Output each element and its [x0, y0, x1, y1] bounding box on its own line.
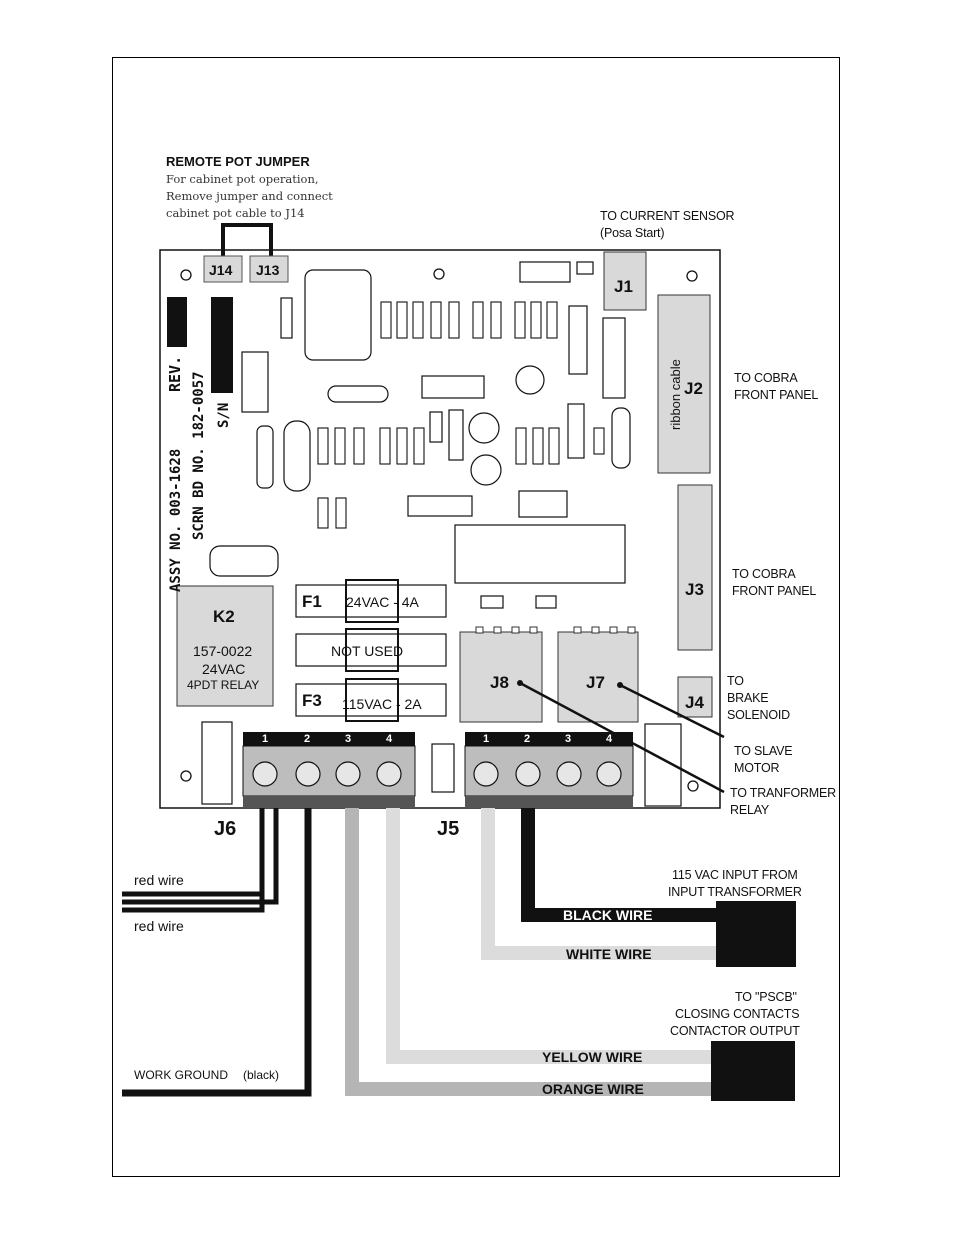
brake-callout-line-1: TO: [727, 674, 744, 688]
j7-label: J7: [586, 673, 605, 692]
input-transformer-block: [716, 901, 796, 967]
page-border: [112, 57, 840, 1177]
cobra-callout-2-line-2: FRONT PANEL: [732, 584, 817, 598]
resistor-array: [317, 301, 605, 529]
j7-connector: [557, 631, 639, 723]
transformer-relay-callout-line-2: RELAY: [730, 803, 770, 817]
jumper-title: REMOTE POT JUMPER: [166, 154, 310, 169]
k2-voltage: 24VAC: [202, 661, 246, 677]
j2-connector: [657, 294, 711, 474]
j1-connector: [603, 251, 647, 311]
j8-connector: [459, 631, 543, 723]
fuse-holders: [295, 579, 447, 722]
slave-motor-callout-line-2: MOTOR: [734, 761, 780, 775]
ribbon-cable-label: ribbon cable: [668, 359, 683, 430]
black-wire-label: BLACK WIRE: [563, 907, 653, 923]
red-wires: [122, 808, 279, 913]
cobra-callout-1-line-1: TO COBRA: [734, 371, 798, 385]
pscb-callout-line-2: CLOSING CONTACTS: [675, 1007, 800, 1021]
black-wire: [521, 808, 716, 922]
brake-callout-line-2: BRAKE: [727, 691, 769, 705]
assy-number: ASSY NO. 003-1628: [168, 448, 184, 592]
f1-label: F1: [302, 592, 322, 611]
j6-terminal-4: 4: [386, 733, 393, 745]
leader-dot: [517, 680, 523, 686]
transformer-relay-callout-line-1: TO TRANFORMER: [730, 786, 836, 800]
yellow-wire-label: YELLOW WIRE: [542, 1049, 643, 1065]
posa-start-callout: (Posa Start): [600, 226, 665, 240]
white-wire: [481, 808, 716, 960]
red-wire-label-2: red wire: [134, 918, 184, 934]
red-wire-label-1: red wire: [134, 872, 184, 888]
components: [201, 261, 682, 807]
terminal-strip-j6: [242, 732, 416, 808]
jumper-note-line-3: cabinet pot cable to J14: [166, 206, 305, 220]
j14-connector: [203, 255, 243, 283]
white-wire-label: WHITE WIRE: [566, 946, 652, 962]
jumper-note-line-2: Remove jumper and connect: [166, 189, 333, 203]
j4-label: J4: [685, 693, 704, 712]
f2-rating: NOT USED: [331, 643, 404, 659]
f3-label: F3: [302, 691, 322, 710]
leader-dot: [617, 682, 623, 688]
cobra-callout-2-line-1: TO COBRA: [732, 567, 796, 581]
input-transformer-line-1: 115 VAC INPUT FROM: [672, 868, 798, 882]
j5-label: J5: [437, 818, 460, 840]
work-ground-wire: [122, 808, 312, 1097]
k2-relay: [176, 585, 274, 707]
current-sensor-callout: TO CURRENT SENSOR: [600, 209, 735, 223]
j5-terminal-3: 3: [565, 733, 572, 745]
k2-name: K2: [213, 607, 235, 626]
j8-label: J8: [490, 673, 509, 692]
connector-pins: [475, 626, 636, 634]
work-ground-label: WORK GROUND: [134, 1068, 228, 1082]
input-transformer-line-2: INPUT TRANSFORMER: [668, 885, 802, 899]
j6-terminal-1: 1: [262, 733, 269, 745]
j14-label: J14: [209, 262, 233, 278]
rev-label: REV.: [166, 355, 184, 392]
j3-connector: [677, 484, 713, 651]
j6-terminal-3: 3: [345, 733, 352, 745]
screen-board-number: SCRN BD NO. 182-0057: [191, 371, 207, 540]
slave-motor-callout-line-1: TO SLAVE: [734, 744, 793, 758]
sn-label: S/N: [216, 402, 232, 428]
k2-type: 4PDT RELAY: [187, 678, 260, 692]
j6-terminal-2: 2: [304, 733, 311, 745]
j3-label: J3: [685, 580, 704, 599]
j5-terminal-2: 2: [524, 733, 531, 745]
k2-part-number: 157-0022: [193, 643, 253, 659]
f3-rating: 115VAC - 2A: [342, 696, 422, 712]
pscb-block: [711, 1041, 795, 1101]
j1-label: J1: [614, 277, 633, 296]
j13-label: J13: [256, 262, 280, 278]
sn-bar: [211, 297, 233, 393]
terminal-strip-j5: [464, 732, 634, 808]
cobra-callout-1-line-2: FRONT PANEL: [734, 388, 819, 402]
pscb-callout-line-1: TO "PSCB": [735, 990, 797, 1004]
j13-connector: [249, 255, 289, 283]
mounting-holes: [180, 268, 699, 792]
j5-terminal-1: 1: [483, 733, 490, 745]
orange-wire-label: ORANGE WIRE: [542, 1081, 644, 1097]
jumper-note-line-1: For cabinet pot operation,: [166, 172, 319, 186]
jumper-wire: [221, 223, 273, 258]
rev-bar: [167, 297, 187, 347]
yellow-wire: [386, 808, 712, 1064]
work-ground-note: (black): [243, 1068, 280, 1082]
f1-rating: 24VAC - 4A: [346, 594, 419, 610]
pscb-callout-line-3: CONTACTOR OUTPUT: [670, 1024, 800, 1038]
j4-connector: [677, 676, 713, 718]
j6-label: J6: [214, 818, 237, 840]
brake-callout-line-3: SOLENOID: [727, 708, 790, 722]
orange-wire: [345, 808, 712, 1096]
j2-label: J2: [684, 379, 703, 398]
j5-terminal-4: 4: [606, 733, 613, 745]
